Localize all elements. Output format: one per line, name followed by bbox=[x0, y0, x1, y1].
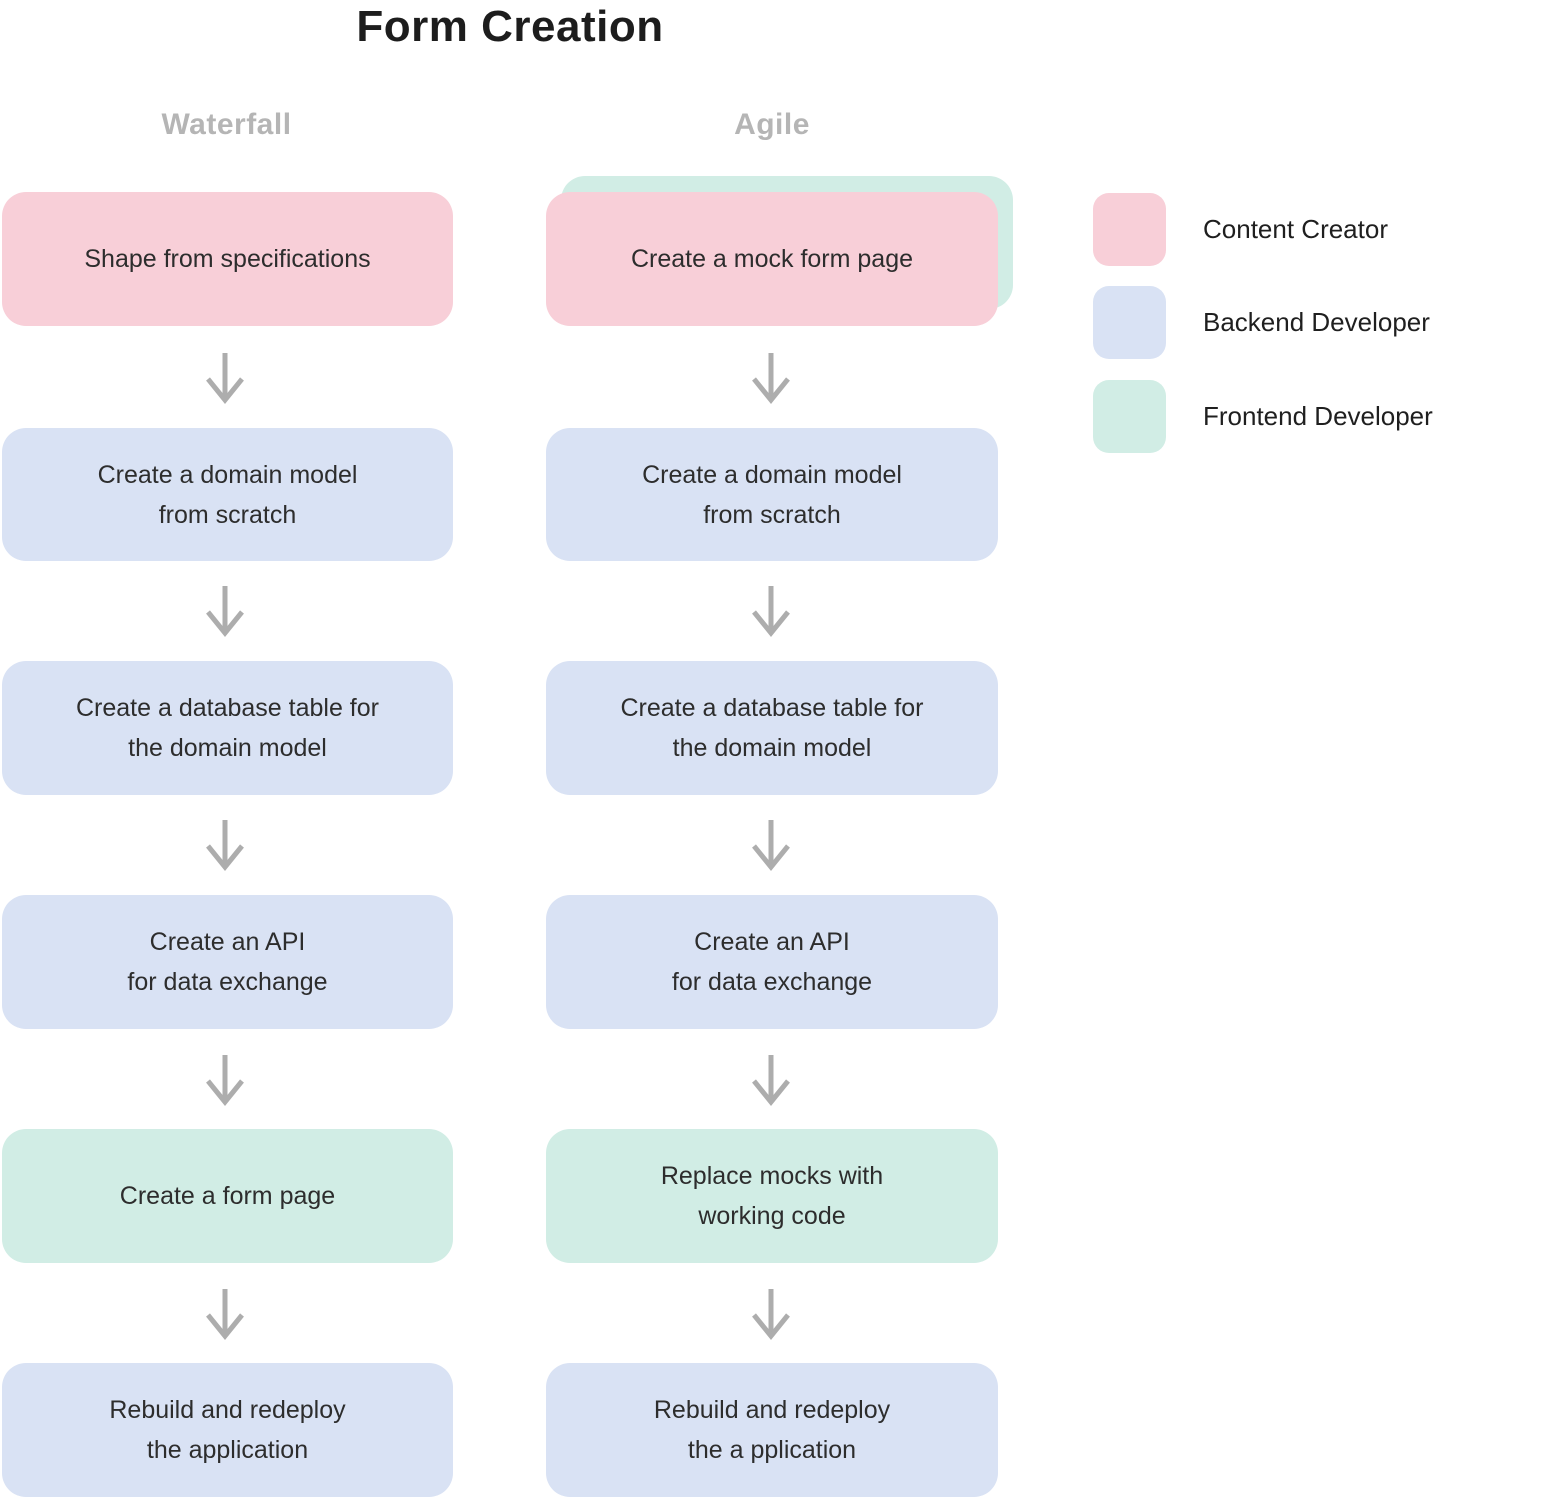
agile-step-3-box: Create a database table for the domain m… bbox=[546, 661, 998, 795]
step-label: Shape from specifications bbox=[84, 245, 371, 273]
step-label: Replace mocks with working code bbox=[660, 1162, 884, 1230]
down-arrow-icon bbox=[751, 1054, 791, 1106]
legend-item-content-creator: Content Creator bbox=[1093, 193, 1388, 266]
legend-label: Frontend Developer bbox=[1203, 401, 1433, 431]
agile-step-4-box: Create an API for data exchange bbox=[546, 895, 998, 1029]
legend-item-backend-developer: Backend Developer bbox=[1093, 286, 1430, 359]
step-label: Rebuild and redeploy the a pplication bbox=[653, 1396, 891, 1464]
agile-step-5-box: Replace mocks with working code bbox=[546, 1129, 998, 1263]
down-arrow-icon bbox=[205, 1288, 245, 1340]
column-header-agile: Agile bbox=[734, 108, 810, 141]
waterfall-step-3-box: Create a database table for the domain m… bbox=[2, 661, 453, 795]
waterfall-step-2-box: Create a domain model from scratch bbox=[2, 428, 453, 561]
legend-swatch-content-creator bbox=[1093, 193, 1166, 266]
waterfall-step-5-box: Create a form page bbox=[2, 1129, 453, 1263]
step-label: Create an API for data exchange bbox=[127, 928, 328, 996]
down-arrow-icon bbox=[751, 1288, 791, 1340]
page-title: Form Creation bbox=[356, 2, 664, 51]
step-label: Create a mock form page bbox=[630, 245, 914, 273]
step-label: Create a domain model from scratch bbox=[642, 460, 902, 529]
agile-step-6-box: Rebuild and redeploy the a pplication bbox=[546, 1363, 998, 1497]
waterfall-step-4-box: Create an API for data exchange bbox=[2, 895, 453, 1029]
down-arrow-icon bbox=[751, 585, 791, 637]
down-arrow-icon bbox=[751, 819, 791, 871]
step-label: Create an API for data exchange bbox=[671, 928, 873, 996]
down-arrow-icon bbox=[205, 1054, 245, 1106]
step-label: Create a database table for the domain m… bbox=[620, 694, 924, 762]
legend-item-frontend-developer: Frontend Developer bbox=[1093, 380, 1433, 453]
down-arrow-icon bbox=[751, 352, 791, 404]
waterfall-step-6-box: Rebuild and redeploy the application bbox=[2, 1363, 453, 1497]
legend-swatch-backend-developer bbox=[1093, 286, 1166, 359]
step-label: Rebuild and redeploy the application bbox=[109, 1396, 346, 1464]
legend-label: Backend Developer bbox=[1203, 307, 1430, 337]
agile-step-1-box: Create a mock form page bbox=[546, 192, 998, 326]
step-label: Create a form page bbox=[119, 1182, 336, 1210]
legend-swatch-frontend-developer bbox=[1093, 380, 1166, 453]
step-label: Create a database table for the domain m… bbox=[76, 694, 379, 762]
step-label: Create a domain model from scratch bbox=[97, 460, 358, 529]
down-arrow-icon bbox=[205, 819, 245, 871]
agile-step-2-box: Create a domain model from scratch bbox=[546, 428, 998, 561]
column-header-waterfall: Waterfall bbox=[161, 108, 292, 141]
waterfall-step-1-box: Shape from specifications bbox=[2, 192, 453, 326]
down-arrow-icon bbox=[205, 352, 245, 404]
down-arrow-icon bbox=[205, 585, 245, 637]
legend-label: Content Creator bbox=[1203, 214, 1388, 244]
